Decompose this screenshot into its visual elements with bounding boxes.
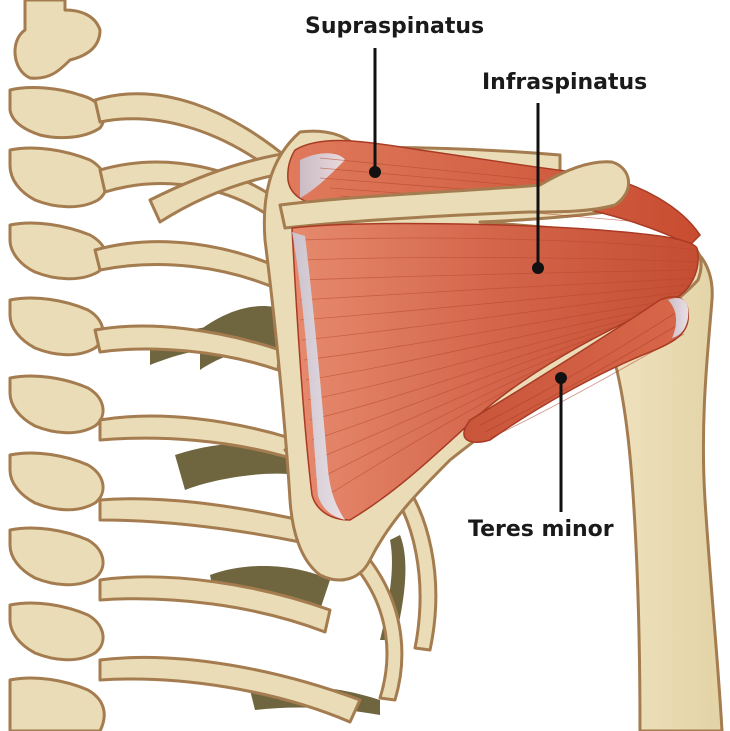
infraspinatus-label: Infraspinatus: [482, 72, 647, 94]
teres-minor-marker: [555, 372, 567, 384]
supraspinatus-label: Supraspinatus: [305, 16, 484, 38]
spine: [10, 0, 106, 731]
infraspinatus-marker: [532, 262, 544, 274]
teres-minor-label: Teres minor: [468, 519, 614, 541]
supraspinatus-marker: [369, 166, 381, 178]
